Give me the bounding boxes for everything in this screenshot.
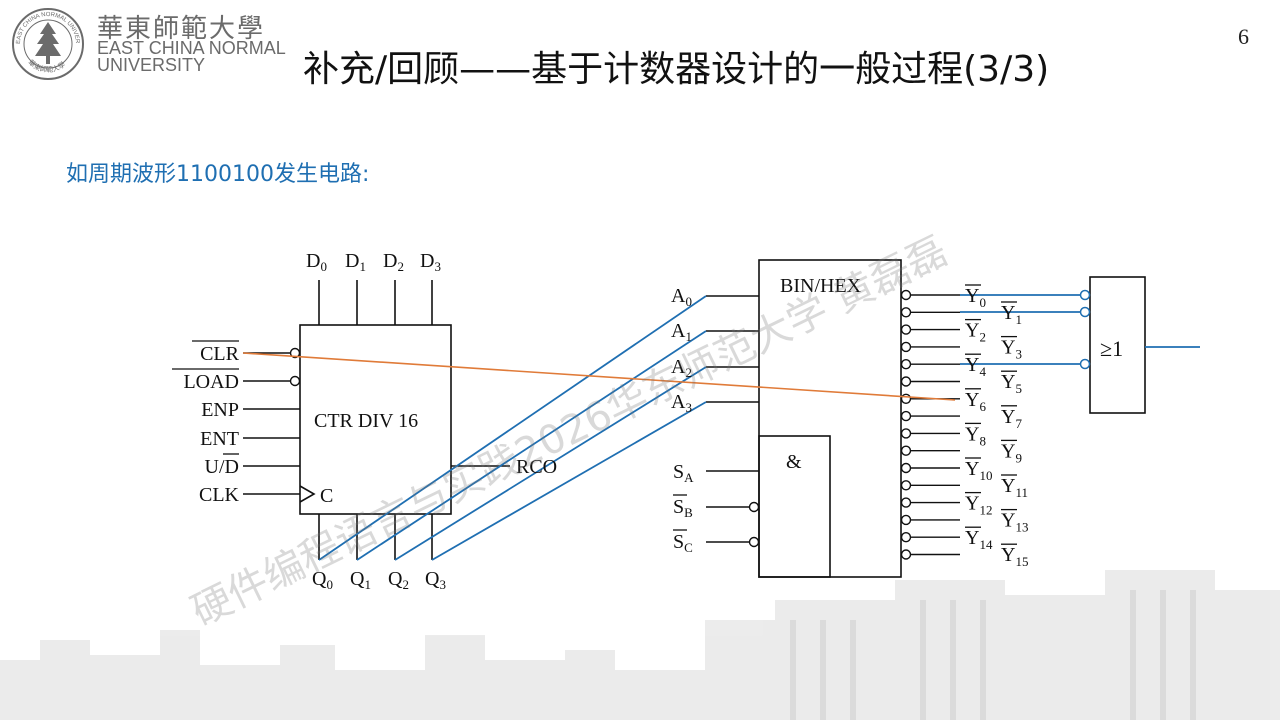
logo-chinese-name: 華東師範大學 xyxy=(97,14,266,44)
counter-name: CTR DIV 16 xyxy=(314,410,418,432)
decoder-name: BIN/HEX xyxy=(780,275,862,297)
decoder-output-bubble xyxy=(900,462,912,474)
d1-label: D1 xyxy=(345,250,366,274)
sa-label: SA xyxy=(673,461,694,485)
decoder-output-label: Y15 xyxy=(1001,544,1028,569)
decoder-output-bubble xyxy=(900,289,912,301)
overbars xyxy=(172,340,687,531)
d3-label: D3 xyxy=(420,250,441,274)
q-to-a-wires xyxy=(318,294,1200,561)
load-label: LOAD xyxy=(183,371,239,393)
logo-english-line1: EAST CHINA NORMAL xyxy=(97,38,286,58)
clk-label: CLK xyxy=(199,484,240,506)
decoder-output-label: Y10 xyxy=(965,458,992,483)
decoder-output-label: Y9 xyxy=(1001,440,1022,465)
a3-label: A3 xyxy=(671,391,692,415)
decoder-output-bubble xyxy=(900,376,912,387)
a0-label: A0 xyxy=(671,285,692,309)
decoder-output-label: Y14 xyxy=(965,527,993,552)
decoder-output-bubble xyxy=(900,324,912,335)
decoder-output-bubble xyxy=(900,549,912,560)
logo-english-name: EAST CHINA NORMAL UNIVERSITY xyxy=(97,38,286,75)
sc-label: SC xyxy=(673,531,693,555)
decoder-output-bubble xyxy=(900,480,912,491)
decoder-output-label: Y12 xyxy=(965,493,992,518)
q3-label: Q3 xyxy=(425,568,446,592)
or-gate-label: ≥1 xyxy=(1100,336,1123,361)
q1-label: Q1 xyxy=(350,568,371,592)
a1-label: A1 xyxy=(671,320,692,344)
decoder-output-label: Y2 xyxy=(965,320,986,345)
decoder-output-label: Y0 xyxy=(965,285,986,310)
decoder-output-label: Y6 xyxy=(965,389,986,414)
decoder-output-bubble xyxy=(900,359,912,370)
decoder-output-bubble xyxy=(900,393,912,404)
decoder-output-bubble xyxy=(900,307,912,318)
clr-label: CLR xyxy=(200,343,240,365)
decoder-output-label: Y1 xyxy=(1001,302,1022,327)
decoder-output-bubble xyxy=(900,428,912,439)
d2-label: D2 xyxy=(383,250,404,274)
sb-bubble xyxy=(748,501,760,513)
y6-to-clr-wire xyxy=(242,352,956,401)
counter-clock-label: C xyxy=(320,485,333,507)
d0-label: D0 xyxy=(306,250,327,274)
decoder-output-label: Y5 xyxy=(1001,371,1022,396)
logo-english-line2: UNIVERSITY xyxy=(97,55,206,75)
q2-label: Q2 xyxy=(388,568,409,592)
decoder-output-bubble xyxy=(900,410,912,422)
decoder-output-bubble xyxy=(900,445,912,456)
decoder-output-bubble xyxy=(900,497,912,508)
decoder-output-label: Y11 xyxy=(1001,475,1028,500)
page-number: 6 xyxy=(1238,24,1249,49)
or-input-bubble-3 xyxy=(1079,358,1091,370)
decoder-output-bubble xyxy=(900,514,912,526)
q0-label: Q0 xyxy=(312,568,333,592)
decoder-output-bubble xyxy=(900,532,912,543)
slide-title: 补充/回顾——基于计数器设计的一般过程(3/3) xyxy=(303,49,1050,90)
a2-label: A2 xyxy=(671,356,692,380)
clr-bubble xyxy=(289,347,301,359)
decoder-output-label: Y13 xyxy=(1001,510,1028,535)
or-input-bubble-1 xyxy=(1079,289,1091,301)
decoder-output-label: Y7 xyxy=(1001,406,1022,431)
load-bubble xyxy=(289,375,301,387)
counter-box xyxy=(299,324,452,515)
decoder-output-label: Y8 xyxy=(965,423,986,448)
decoder-output-bubble xyxy=(900,341,912,353)
ent-label: ENT xyxy=(200,428,239,450)
sc-bubble xyxy=(748,536,760,548)
or-gate-box xyxy=(1089,276,1146,414)
slide-subtitle: 如周期波形1100100发生电路: xyxy=(66,162,370,187)
ud-label: U/D xyxy=(205,456,239,478)
sb-label: SB xyxy=(673,496,693,520)
or-input-bubble-2 xyxy=(1079,306,1091,318)
university-seal-logo: EAST CHINA NORMAL UNIVERSITY 華東師範大學 xyxy=(10,6,84,80)
decoder-enable-label: & xyxy=(786,451,802,473)
enp-label: ENP xyxy=(201,399,239,421)
decoder-output-label: Y3 xyxy=(1001,337,1022,362)
decoder-output-label: Y4 xyxy=(965,354,986,379)
rco-label: RCO xyxy=(516,456,557,478)
background-skyline xyxy=(0,570,1280,720)
